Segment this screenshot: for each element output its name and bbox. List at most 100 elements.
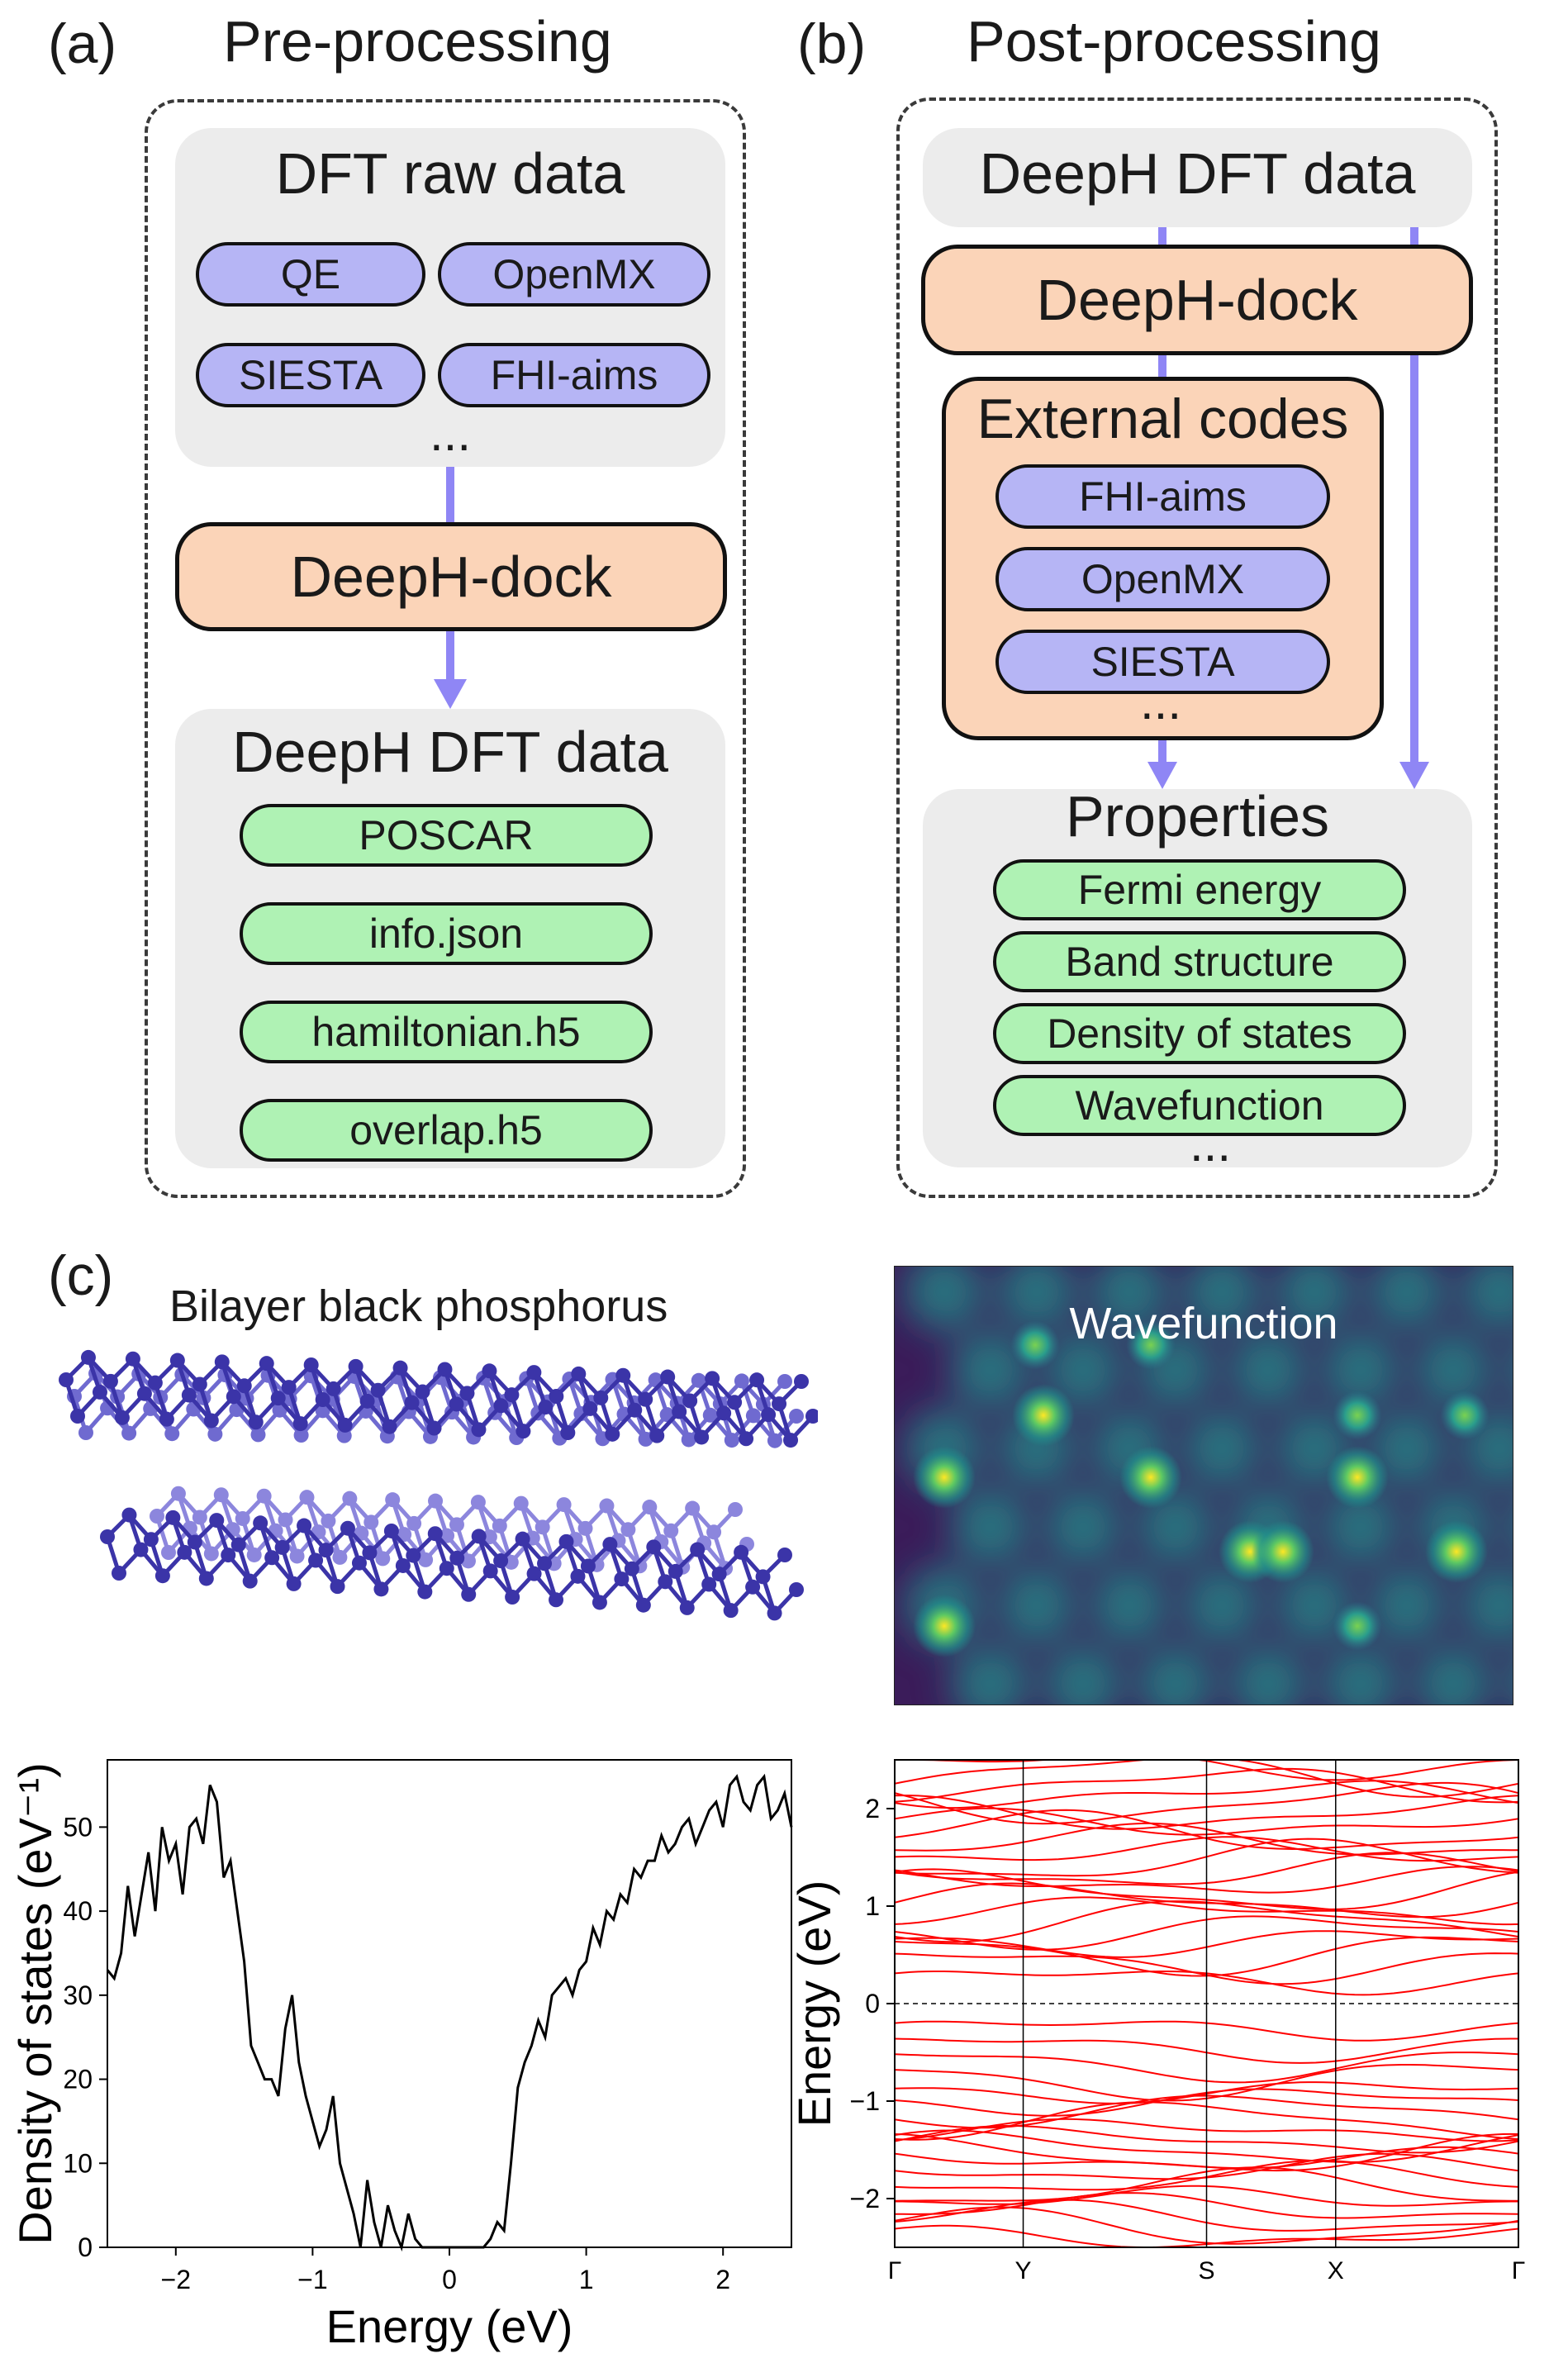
atom (739, 1431, 754, 1447)
atom (70, 1409, 85, 1424)
atom (303, 1357, 319, 1372)
atom (642, 1500, 658, 1515)
band-ytick-label: 2 (865, 1794, 880, 1823)
atom (428, 1493, 444, 1509)
atom (570, 1568, 586, 1584)
deeph-dock-post: DeepH-dock (921, 245, 1473, 355)
atom (437, 1362, 453, 1377)
atom (161, 1545, 176, 1560)
atom (213, 1487, 229, 1503)
atom (449, 1396, 464, 1412)
dft-raw-data-title: DFT raw data (275, 141, 625, 206)
dos-line (106, 1773, 793, 2252)
atom (571, 1366, 587, 1381)
atom (415, 1384, 430, 1400)
atom (121, 1425, 137, 1441)
atom (136, 1386, 152, 1401)
band-ylabel: Energy (eV) (793, 1880, 840, 2128)
atom (170, 1486, 186, 1501)
atom (649, 1428, 665, 1443)
wf-glow (1460, 1566, 1513, 1645)
wf-glow (951, 1644, 1030, 1704)
atom (482, 1563, 498, 1579)
prop-pill-dos: Density of states (993, 1003, 1406, 1064)
atom (177, 1544, 192, 1560)
wf-glow (1506, 1505, 1513, 1549)
dos-ytick-label: 40 (63, 1896, 93, 1926)
atom (482, 1529, 497, 1545)
structure-title: Bilayer black phosphorus (169, 1281, 668, 1331)
atom (221, 1548, 236, 1563)
atom (250, 1427, 266, 1443)
wf-glow (1182, 1267, 1262, 1331)
wf-peak (913, 1595, 976, 1657)
atom (392, 1360, 408, 1376)
atom (289, 1548, 305, 1564)
atom (383, 1523, 399, 1538)
atom (80, 1349, 96, 1365)
atom (602, 1537, 618, 1552)
atom (789, 1582, 804, 1597)
atom (125, 1351, 140, 1367)
atom (614, 1571, 630, 1587)
atom (702, 1407, 718, 1423)
dos-ytick-label: 10 (63, 2148, 93, 2178)
atom (772, 1396, 787, 1412)
wf-glow (1182, 1566, 1262, 1645)
atom (426, 1420, 442, 1436)
atom (504, 1387, 520, 1403)
atom (582, 1400, 598, 1416)
atom (154, 1568, 170, 1584)
atom (646, 1539, 662, 1555)
atom (794, 1374, 809, 1389)
atom (526, 1566, 542, 1581)
atom (755, 1569, 771, 1585)
atom (535, 1519, 550, 1535)
wf-glow (1414, 1644, 1493, 1704)
prop-pill-band: Band structure (993, 931, 1406, 992)
atom (449, 1517, 464, 1533)
atom (318, 1543, 334, 1558)
dos-ytick-label: 50 (63, 1812, 93, 1842)
atom (363, 1514, 379, 1530)
atom (663, 1523, 679, 1538)
wf-glow (1090, 1566, 1169, 1645)
wf-glow (1275, 1267, 1354, 1331)
panel-a-frame (145, 99, 746, 1198)
wf-glow (1414, 1330, 1493, 1410)
atom (340, 1520, 355, 1536)
atom (685, 1500, 701, 1516)
kpoint-label: Γ (1512, 2257, 1526, 2285)
atom (259, 1356, 274, 1372)
atom (560, 1425, 576, 1440)
wavefunction-title: Wavefunction (1069, 1299, 1338, 1348)
atom (226, 1389, 241, 1405)
atom (599, 1498, 615, 1514)
arrowhead-b2 (1399, 762, 1429, 789)
dos-ytick-label: 30 (63, 1980, 93, 2010)
atom (767, 1605, 782, 1621)
wf-glow (1228, 1330, 1308, 1410)
atom (114, 1410, 130, 1425)
file-pill-hamiltonian: hamiltonian.h5 (240, 1001, 653, 1063)
atom (761, 1407, 777, 1423)
atom (373, 1581, 389, 1597)
atom (133, 1542, 149, 1557)
wf-glow (997, 1566, 1076, 1645)
band-ytick-label: 0 (865, 1989, 880, 2018)
wavefunction-heatmap (895, 1267, 1513, 1704)
atom (299, 1490, 315, 1505)
atom (362, 1545, 378, 1561)
dos-xtick-label: −1 (297, 2265, 327, 2294)
wf-glow (1043, 1644, 1123, 1704)
arrowhead-a (434, 679, 467, 709)
atom (705, 1371, 720, 1386)
wf-peak (1333, 1601, 1382, 1651)
atom (638, 1391, 653, 1407)
atom (351, 1555, 367, 1571)
prop-pill-wavefunction: Wavefunction (993, 1075, 1406, 1136)
atom (242, 1573, 258, 1589)
wf-peak (1126, 1320, 1176, 1370)
atom (471, 1422, 487, 1438)
